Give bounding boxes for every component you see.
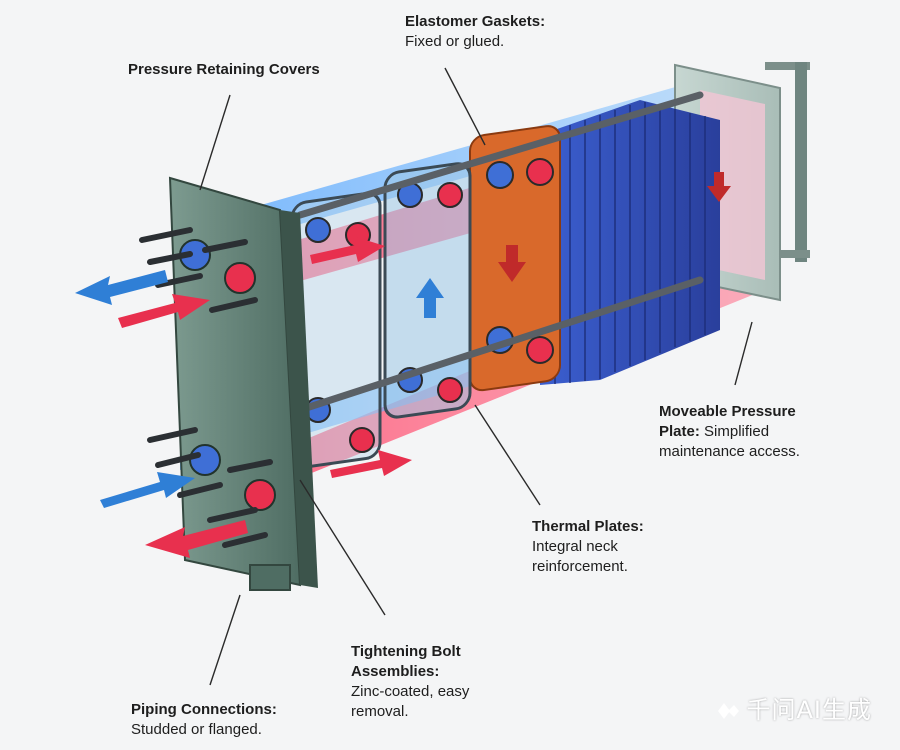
- arrow-down-icon: [498, 245, 526, 282]
- label-elastomer-gaskets: Elastomer Gaskets: Fixed or glued.: [405, 12, 545, 52]
- label-title: Piping Connections:: [131, 701, 277, 718]
- label-desc: removal.: [351, 703, 409, 720]
- label-piping-connections: Piping Connections: Studded or flanged.: [131, 700, 277, 740]
- arrow-left-icon: [75, 270, 168, 305]
- guide-rods: [296, 91, 704, 414]
- arrow-right-icon: [100, 472, 195, 508]
- label-desc: Fixed or glued.: [405, 33, 505, 50]
- label-desc: reinforcement.: [532, 558, 628, 575]
- arrow-down-icon: [707, 172, 731, 202]
- label-title: Plate:: [659, 423, 700, 440]
- watermark-text: 千问AI生成: [746, 696, 872, 724]
- label-desc: maintenance access.: [659, 443, 800, 460]
- label-pressure-retaining-covers: Pressure Retaining Covers: [128, 60, 320, 80]
- thermal-plate-pack: [540, 100, 720, 385]
- label-title: Thermal Plates:: [532, 518, 644, 535]
- sparkle-logo-icon: [717, 703, 739, 719]
- label-title: Moveable Pressure: [659, 403, 796, 420]
- label-desc: Simplified: [704, 423, 770, 440]
- label-moveable-pressure-plate: Moveable Pressure Plate: Simplified main…: [659, 402, 800, 462]
- flow-arrows: [75, 172, 731, 558]
- label-title: Elastomer Gaskets:: [405, 13, 546, 30]
- arrow-right-icon: [118, 294, 210, 328]
- tightening-bolts: [139, 227, 273, 548]
- arrow-up-icon: [416, 278, 444, 318]
- label-title: Assemblies:: [351, 663, 440, 680]
- label-title: Pressure Retaining Covers: [128, 61, 320, 78]
- arrow-left-icon: [145, 520, 248, 558]
- thermal-plate-middle: [383, 162, 472, 419]
- arrow-right-icon: [330, 450, 412, 478]
- label-desc: Integral neck: [532, 538, 618, 555]
- watermark: 千问AI生成: [715, 690, 873, 725]
- gasketed-plate: [469, 125, 561, 392]
- label-tightening-bolt-assemblies: Tightening Bolt Assemblies: Zinc-coated,…: [351, 642, 469, 722]
- label-title: Tightening Bolt: [351, 643, 461, 660]
- label-thermal-plates: Thermal Plates: Integral neck reinforcem…: [532, 517, 644, 577]
- label-desc: Studded or flanged.: [131, 721, 262, 738]
- leader-lines: [199, 67, 753, 686]
- label-desc: Zinc-coated, easy: [351, 683, 470, 700]
- arrow-right-icon: [310, 236, 385, 264]
